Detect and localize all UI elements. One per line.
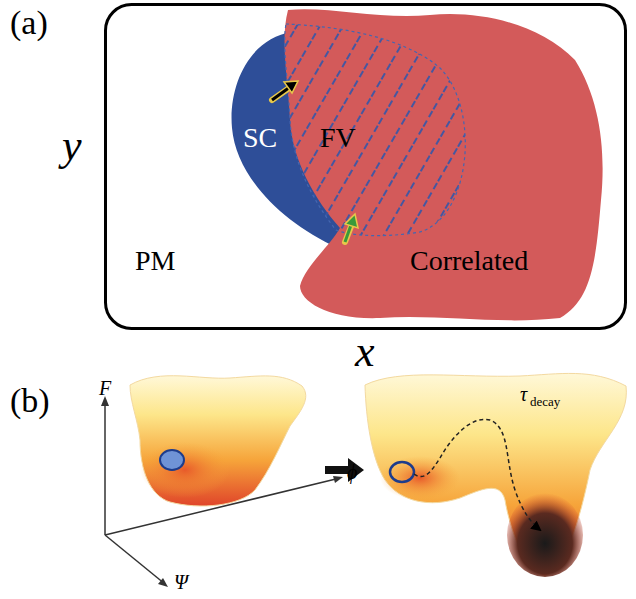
region-label: SC [243,124,277,152]
axis-label: x [355,330,375,374]
fv-region-shape [276,20,472,242]
correlated-region: Correlated FV [262,6,608,324]
fv-region: FV [276,20,472,242]
panel-label: (a) [10,6,48,40]
subscript-label: decay [530,395,560,408]
region-label: FV [320,124,356,152]
axis-label: Ψ [174,572,188,592]
region-label: PM [135,247,175,275]
symbol-label: τ [520,384,527,404]
axis-label: y [62,124,82,168]
phase-frame: PM SC Correlated FV [104,3,627,330]
region-label: Correlated [410,247,528,275]
panel-label: (b) [10,384,50,418]
axis-label: ϕ [347,462,357,482]
axis-label: F [99,378,111,398]
